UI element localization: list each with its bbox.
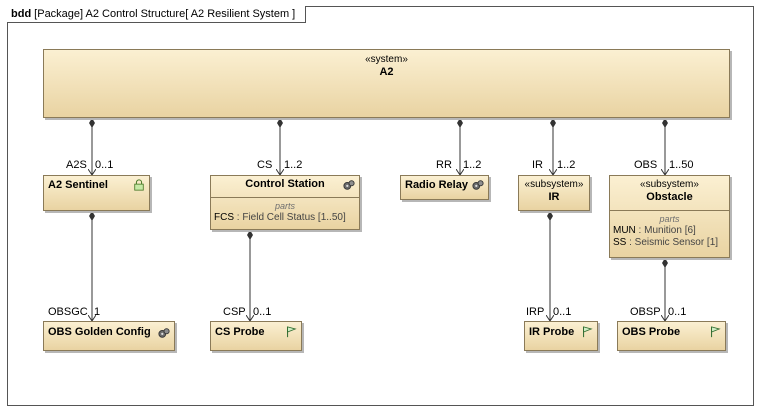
block-ir[interactable]: «subsystem» IR <box>518 175 590 211</box>
part-fcs: FCS : Field Cell Status [1..50] <box>214 212 346 223</box>
flag-icon <box>287 326 297 338</box>
block-a2-stereotype: «system» <box>365 54 408 65</box>
mult-ir: 1..2 <box>557 159 576 171</box>
diagram-frame <box>7 6 754 406</box>
mult-rr: 1..2 <box>463 159 482 171</box>
composition-obsgc[interactable] <box>89 211 95 321</box>
gears-icon <box>472 180 484 190</box>
block-ir-probe-name: IR Probe <box>529 326 575 338</box>
role-obs: OBS <box>634 159 658 171</box>
composition-obs[interactable] <box>662 118 668 175</box>
role-a2s: A2S <box>66 159 87 171</box>
block-a2[interactable]: «system» A2 <box>43 49 730 118</box>
block-obstacle[interactable]: «subsystem» Obstacle parts MUN : Munitio… <box>609 175 730 258</box>
composition-a2s[interactable] <box>89 118 95 175</box>
block-a2-name: A2 <box>379 66 394 78</box>
mult-obsp: 0..1 <box>668 306 687 318</box>
block-control-station[interactable]: Control Station parts FCS : Field Cell S… <box>210 175 360 230</box>
lock-icon <box>134 179 144 191</box>
role-obsgc: OBSGC <box>48 306 88 318</box>
flag-icon <box>711 326 721 338</box>
composition-ir[interactable] <box>550 118 556 175</box>
block-obs-probe-name: OBS Probe <box>622 326 681 338</box>
gears-icon <box>343 180 355 190</box>
block-ir-name: IR <box>548 191 560 203</box>
role-obsp: OBSP <box>630 306 661 318</box>
composition-cs[interactable] <box>277 118 283 175</box>
mult-obsgc: 1 <box>94 306 101 318</box>
block-radio-relay[interactable]: Radio Relay <box>400 175 489 200</box>
role-ir: IR <box>532 159 543 171</box>
block-obs-golden-config[interactable]: OBS Golden Config <box>43 321 175 351</box>
block-obs-probe[interactable]: OBS Probe <box>617 321 726 351</box>
role-csp: CSP <box>223 306 246 318</box>
block-obs-golden-config-name: OBS Golden Config <box>48 326 151 338</box>
part-ss: SS : Seismic Sensor [1] <box>613 237 719 248</box>
block-ir-probe[interactable]: IR Probe <box>524 321 598 351</box>
composition-obsp[interactable] <box>662 258 668 321</box>
mult-a2s: 0..1 <box>95 159 114 171</box>
block-a2-sentinel-name: A2 Sentinel <box>48 179 108 191</box>
block-control-station-name: Control Station <box>245 178 325 190</box>
part-mun: MUN : Munition [6] <box>613 225 696 236</box>
mult-csp: 0..1 <box>253 306 272 318</box>
diagram-kind: bdd <box>11 8 32 20</box>
role-rr: RR <box>436 159 452 171</box>
block-cs-probe-name: CS Probe <box>215 326 265 338</box>
gears-icon <box>158 328 170 338</box>
diagram-title: [Package] A2 Control Structure[ A2 Resil… <box>34 8 296 20</box>
composition-irp[interactable] <box>547 211 553 321</box>
role-irp: IRP <box>526 306 545 318</box>
block-obstacle-name: Obstacle <box>646 191 693 203</box>
diagram-frame-header[interactable]: bdd[Package] A2 Control Structure[ A2 Re… <box>7 6 307 23</box>
flag-icon <box>583 326 593 338</box>
block-a2-sentinel[interactable]: A2 Sentinel <box>43 175 150 211</box>
role-cs: CS <box>257 159 273 171</box>
composition-csp[interactable] <box>247 230 253 321</box>
mult-irp: 0..1 <box>553 306 572 318</box>
block-cs-probe[interactable]: CS Probe <box>210 321 302 351</box>
block-ir-stereotype: «subsystem» <box>524 179 584 190</box>
mult-cs: 1..2 <box>284 159 303 171</box>
block-obstacle-stereotype: «subsystem» <box>640 179 699 190</box>
mult-obs: 1..50 <box>669 159 694 171</box>
block-radio-relay-name: Radio Relay <box>405 179 468 191</box>
block-obstacle-parts-title: parts <box>659 214 680 224</box>
composition-rr[interactable] <box>457 118 463 175</box>
block-control-station-parts-title: parts <box>274 201 295 211</box>
